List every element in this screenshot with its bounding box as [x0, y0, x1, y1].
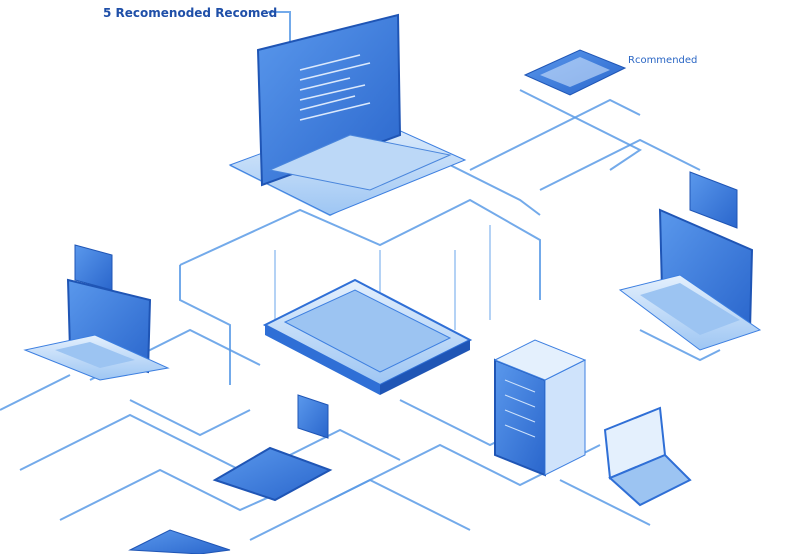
laptop-right [618, 208, 762, 351]
tablet-bottom [212, 394, 333, 502]
laptop-main [228, 13, 467, 216]
open-case-device [603, 406, 692, 507]
tablet-bottom-left [128, 529, 231, 554]
document-card-left [74, 244, 113, 291]
recommended-label-top: 5 Recomenoded Recomed [103, 6, 278, 20]
laptop-left [23, 278, 170, 381]
document-card-right [689, 171, 738, 229]
recommended-label-right: Rcommended [628, 55, 698, 66]
keyboard-platform [262, 278, 473, 395]
document-card-top [523, 49, 627, 96]
server-tower [493, 339, 587, 477]
